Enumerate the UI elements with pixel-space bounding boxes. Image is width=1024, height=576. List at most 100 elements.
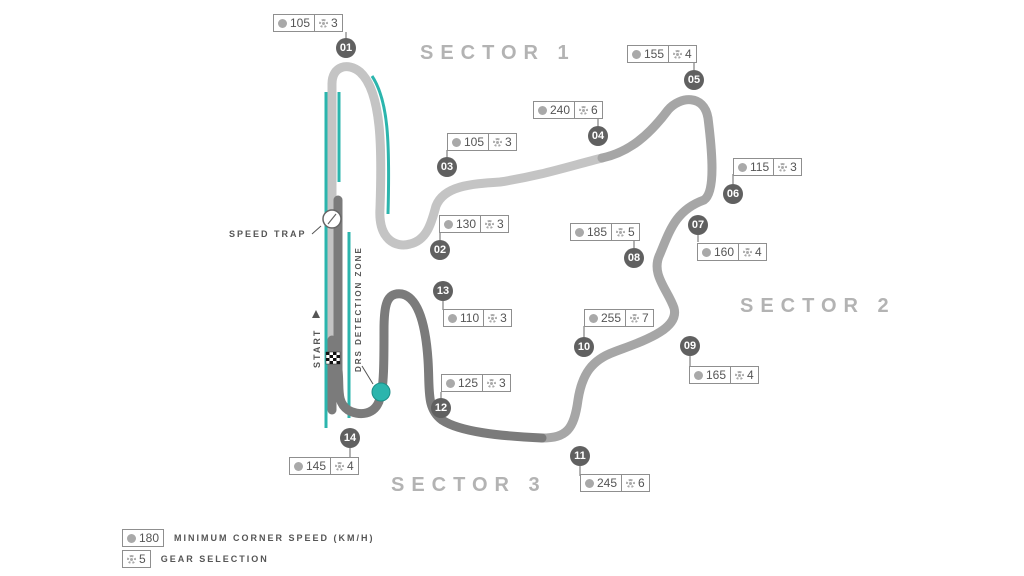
speed-icon: [589, 313, 598, 323]
speed-icon: [702, 247, 711, 257]
corner-03-number: 03: [437, 157, 457, 177]
corner-08-number: 08: [624, 248, 644, 268]
corner-01-number: 01: [336, 38, 356, 58]
gear-icon: [579, 105, 589, 115]
corner-10-speed: 255: [601, 311, 622, 325]
corner-12-badge: 125 3: [441, 374, 511, 392]
gear-icon: [630, 313, 640, 323]
corner-11-gear: 6: [638, 476, 645, 490]
corner-07-speed: 160: [714, 245, 735, 259]
corner-13-number: 13: [433, 281, 453, 301]
sector-2-label: SECTOR 2: [740, 295, 896, 317]
corner-05-speed: 155: [644, 47, 665, 61]
corner-07-gear: 4: [755, 245, 762, 259]
sector-1-label: SECTOR 1: [420, 42, 576, 64]
corner-08-speed: 185: [587, 225, 608, 239]
speed-icon: [294, 461, 303, 471]
corner-04-badge: 240 6: [533, 101, 603, 119]
speed-icon: [278, 18, 287, 28]
corner-04-gear: 6: [591, 103, 598, 117]
gear-icon: [778, 162, 788, 172]
gear-icon: [485, 219, 495, 229]
corner-03-badge: 105 3: [447, 133, 517, 151]
speed-icon: [452, 137, 461, 147]
legend-speed-value: 180: [139, 531, 160, 545]
sector-3-label: SECTOR 3: [391, 474, 547, 496]
corner-14-badge: 145 4: [289, 457, 359, 475]
speed-icon: [694, 370, 703, 380]
corner-03-speed: 105: [464, 135, 485, 149]
corner-14-gear: 4: [347, 459, 354, 473]
speed-icon: [738, 162, 747, 172]
corner-09-speed: 165: [706, 368, 727, 382]
corner-07-number: 07: [688, 215, 708, 235]
speed-icon: [127, 533, 136, 543]
corner-02-speed: 130: [456, 217, 477, 231]
corner-09-gear: 4: [747, 368, 754, 382]
corner-01-gear: 3: [331, 16, 338, 30]
start-finish-line: [325, 351, 341, 365]
start-arrow-icon: [312, 310, 320, 318]
corner-09-badge: 165 4: [689, 366, 759, 384]
corner-06-badge: 115 3: [733, 158, 802, 176]
corner-01-speed: 105: [290, 16, 311, 30]
speed-icon: [446, 378, 455, 388]
corner-03-gear: 3: [505, 135, 512, 149]
drs-edge-t1-t2: [370, 75, 391, 215]
speed-trap-marker-slash: [327, 213, 337, 225]
corner-08-badge: 185 5: [570, 223, 640, 241]
corner-01-badge: 105 3: [273, 14, 343, 32]
gear-icon: [319, 18, 329, 28]
corner-13-speed: 110: [460, 311, 480, 325]
legend-gear-badge: 5: [122, 550, 151, 568]
corner-02-gear: 3: [497, 217, 504, 231]
corner-06-gear: 3: [790, 160, 797, 174]
track-sector-3: [333, 195, 547, 443]
legend-speed-badge: 180: [122, 529, 165, 547]
corner-02-number: 02: [430, 240, 450, 260]
corner-09-number: 09: [680, 336, 700, 356]
gear-icon: [335, 461, 345, 471]
legend-gear: 5 GEAR SELECTION: [122, 550, 269, 568]
corner-10-number: 10: [574, 337, 594, 357]
corner-14-speed: 145: [306, 459, 327, 473]
gear-icon: [487, 378, 497, 388]
drs-detection-zone-label: DRS DETECTION ZONE: [354, 246, 363, 372]
gear-icon: [673, 49, 683, 59]
speed-trap-label: SPEED TRAP: [229, 229, 307, 239]
corner-leaders: [345, 32, 734, 476]
speed-icon: [585, 478, 594, 488]
corner-08-gear: 5: [628, 225, 635, 239]
corner-02-badge: 130 3: [439, 215, 509, 233]
speed-icon: [632, 49, 641, 59]
corner-05-gear: 4: [685, 47, 692, 61]
gear-icon: [616, 227, 626, 237]
corner-06-speed: 115: [750, 160, 770, 174]
corner-05-number: 05: [684, 70, 704, 90]
speed-icon: [575, 227, 584, 237]
gear-icon: [493, 137, 503, 147]
corner-11-number: 11: [570, 446, 590, 466]
corner-06-number: 06: [723, 184, 743, 204]
corner-05-badge: 155 4: [627, 45, 697, 63]
corner-11-speed: 245: [597, 476, 618, 490]
corner-12-speed: 125: [458, 376, 479, 390]
speed-icon: [448, 313, 457, 323]
speed-icon: [538, 105, 547, 115]
corner-10-badge: 255 7: [584, 309, 654, 327]
corner-13-gear: 3: [500, 311, 507, 325]
drs-detection-leader: [361, 365, 374, 385]
track-sector-1: [327, 62, 607, 345]
corner-12-gear: 3: [499, 376, 506, 390]
gear-icon: [626, 478, 636, 488]
corner-12-number: 12: [431, 398, 451, 418]
corner-14-number: 14: [340, 428, 360, 448]
corner-13-badge: 110 3: [443, 309, 512, 327]
drs-detection-marker: [371, 382, 391, 402]
corner-04-number: 04: [588, 126, 608, 146]
legend-speed: 180 MINIMUM CORNER SPEED (KM/H): [122, 529, 375, 547]
speed-trap-leader: [311, 225, 322, 235]
gear-icon: [488, 313, 498, 323]
